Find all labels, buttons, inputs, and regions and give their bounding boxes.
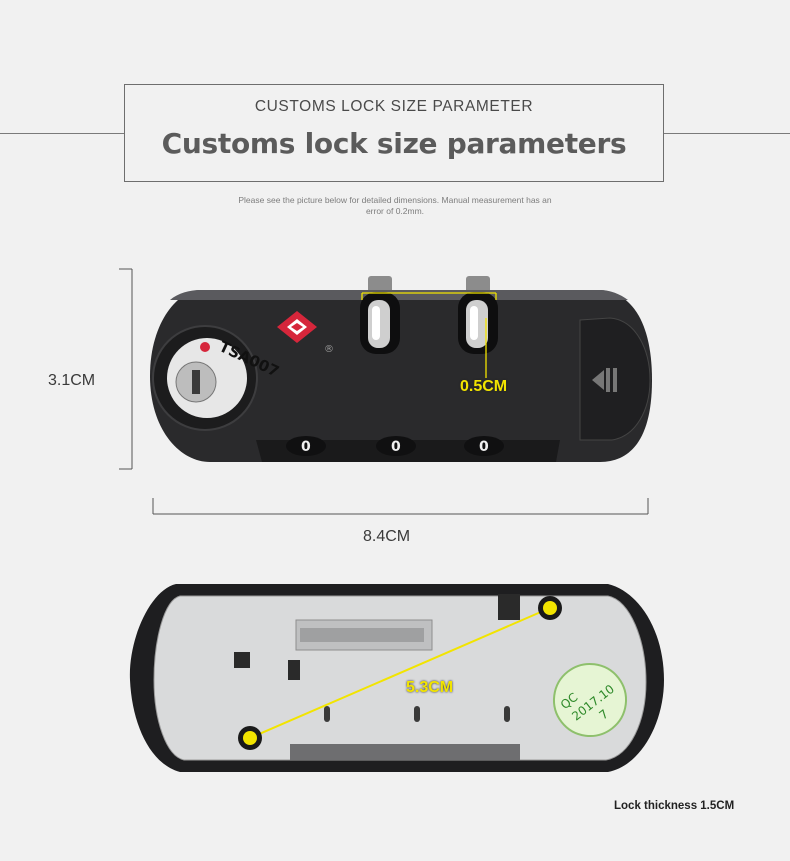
tsa-red-dot: [200, 342, 210, 352]
lock-back-plate: [153, 595, 647, 761]
diagonal-measure: [238, 596, 562, 750]
note-line-2: error of 0.2mm.: [365, 206, 425, 216]
lock-body: [150, 290, 652, 462]
title-box: CUSTOMS LOCK SIZE PARAMETER Customs lock…: [124, 84, 664, 182]
width-label: 8.4CM: [363, 528, 411, 545]
diagonal-label: 5.3CM: [406, 679, 454, 696]
shackle-gap-measure: [361, 292, 497, 378]
header-rule-left: [0, 133, 124, 134]
note-line-1: Please see the picture below for detaile…: [238, 195, 552, 205]
dial-3: 0: [479, 439, 489, 455]
registered-mark: ®: [324, 344, 334, 355]
width-bracket: [152, 498, 649, 515]
qc-sticker: QC 2017.10 7: [553, 663, 627, 737]
tsa-logo-icon: [277, 311, 317, 343]
page-subtitle: CUSTOMS LOCK SIZE PARAMETER: [254, 98, 534, 115]
page-title: Customs lock size parameters: [161, 127, 627, 160]
dial-2: 0: [391, 439, 401, 455]
clasp-arrow-icon: [592, 370, 604, 390]
header-rule-right: [664, 133, 790, 134]
lock-front-photo: TSA007 ® 0 0 0: [119, 268, 652, 515]
keyhole-icon: [192, 370, 200, 394]
height-label: 3.1CM: [48, 372, 96, 389]
shackle-gap-label: 0.5CM: [460, 378, 508, 395]
thickness-note: Lock thickness 1.5CM: [614, 800, 735, 812]
height-bracket: [119, 268, 133, 470]
dial-1: 0: [301, 439, 311, 455]
combination-dials: [286, 436, 504, 456]
